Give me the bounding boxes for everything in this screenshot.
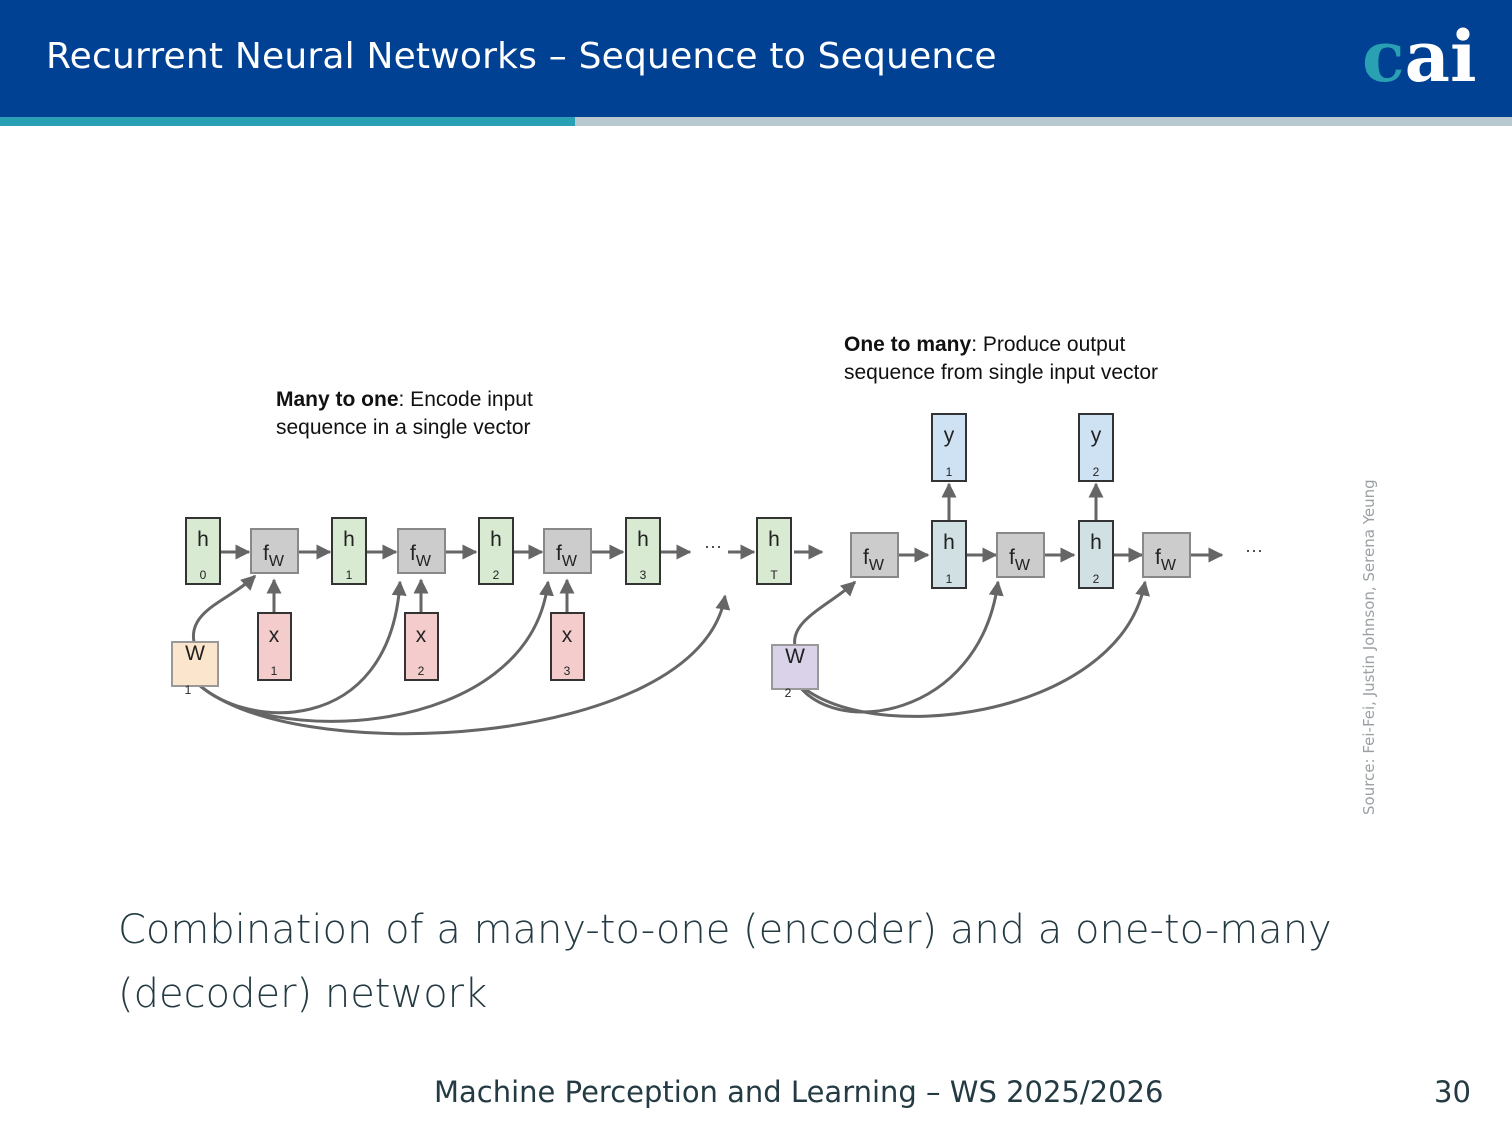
encoder-function-3: fW [543,528,592,574]
svg-text:W: W [185,642,205,665]
svg-text:1: 1 [346,568,353,582]
encoder-input-x3: x 3 [550,612,585,681]
decoder-function-1: fW [850,532,899,578]
svg-text:h: h [1090,531,1102,554]
svg-text:fW: fW [410,542,432,570]
source-attribution: Source: Fei-Fei, Justin Johnson, Serena … [1360,479,1378,815]
svg-text:2: 2 [493,568,500,582]
encoder-function-1: fW [250,528,299,574]
decoder-function-2: fW [996,532,1045,578]
header-divider-bar [575,117,1512,126]
encoder-caption-line2: sequence in a single vector [276,416,531,439]
cai-logo: cai [1362,22,1477,92]
svg-text:T: T [770,568,778,582]
encoder-hidden-hT: h T [756,517,792,585]
svg-text:1: 1 [946,572,953,586]
page-number: 30 [1434,1075,1471,1109]
svg-text:h: h [943,531,955,554]
svg-text:fW: fW [1009,546,1031,574]
header-accent-bar [0,117,575,126]
slide-title: Recurrent Neural Networks – Sequence to … [46,36,997,77]
svg-text:2: 2 [1093,465,1100,479]
svg-text:h: h [490,528,502,551]
slide-body-text: Combination of a many-to-one (encoder) a… [118,907,1332,1017]
encoder-hidden-h0: h 0 [185,517,221,585]
svg-text:fW: fW [1155,546,1177,574]
svg-text:h: h [343,528,355,551]
decoder-caption: One to many: Produce output [844,333,1125,356]
svg-text:3: 3 [564,664,571,678]
svg-text:W: W [785,645,805,668]
decoder-caption-line2: sequence from single input vector [844,361,1158,384]
svg-text:2: 2 [785,686,792,700]
encoder-input-x1: x 1 [257,612,292,681]
svg-text:3: 3 [640,568,647,582]
svg-text:1: 1 [271,664,278,678]
svg-text:fW: fW [863,546,885,574]
encoder-caption: Many to one: Encode input [276,388,533,411]
svg-text:h: h [768,528,780,551]
svg-text:x: x [562,624,573,647]
encoder-function-2: fW [397,528,446,574]
decoder-output-y1: y 1 [931,413,967,482]
slide-header: Recurrent Neural Networks – Sequence to … [0,0,1512,117]
svg-text:fW: fW [556,542,578,570]
decoder-arrows [793,482,1224,718]
encoder-arrows [192,544,824,736]
decoder-weight-w2: W 2 [771,644,819,700]
svg-text:h: h [197,528,209,551]
decoder-output-y2: y 2 [1078,413,1114,482]
svg-text:2: 2 [418,664,425,678]
svg-text:0: 0 [200,568,207,582]
encoder-hidden-h2: h 2 [478,517,514,585]
decoder-ellipsis: ··· [1245,540,1263,560]
seq2seq-diagram: Many to one: Encode input sequence in a … [171,333,1263,736]
encoder-weight-w1: W 1 [171,641,219,697]
svg-text:1: 1 [185,683,192,697]
logo-ai: ai [1404,15,1477,98]
svg-text:x: x [416,624,427,647]
footer-course: Machine Perception and Learning – WS 202… [434,1075,1164,1109]
svg-text:1: 1 [946,465,953,479]
decoder-function-3: fW [1142,532,1191,578]
encoder-hidden-h3: h 3 [625,517,661,585]
svg-text:2: 2 [1093,572,1100,586]
svg-text:y: y [944,424,955,447]
encoder-hidden-h1: h 1 [331,517,367,585]
svg-text:x: x [269,624,280,647]
encoder-ellipsis: ··· [704,536,722,556]
encoder-input-x2: x 2 [404,612,439,681]
svg-text:fW: fW [263,542,285,570]
decoder-hidden-h1: h 1 [931,520,967,589]
svg-text:h: h [637,528,649,551]
decoder-hidden-h2: h 2 [1078,520,1114,589]
logo-c: c [1362,15,1405,98]
svg-text:y: y [1091,424,1102,447]
